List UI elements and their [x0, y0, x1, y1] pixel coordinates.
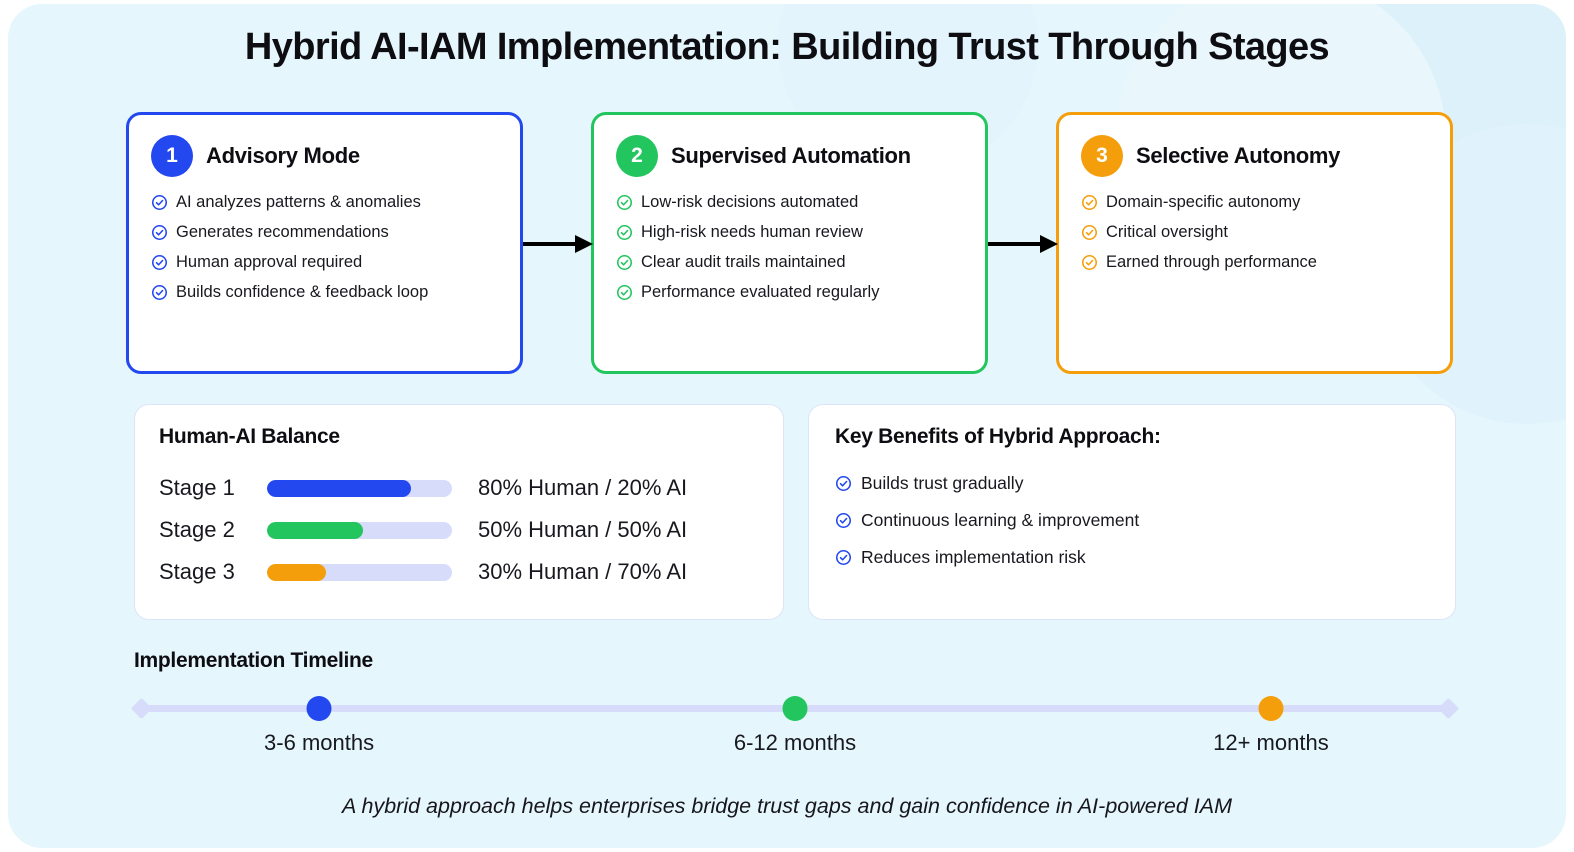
- check-circle-icon: [616, 254, 633, 271]
- key-benefits-panel: Key Benefits of Hybrid Approach: Builds …: [808, 404, 1456, 620]
- check-circle-icon: [1081, 194, 1098, 211]
- balance-progress-fill: [267, 563, 327, 581]
- list-item: Low-risk decisions automated: [616, 193, 963, 212]
- timeline-label-3: 12+ months: [1213, 730, 1329, 755]
- list-item-label: Continuous learning & improvement: [861, 510, 1140, 530]
- list-item: Builds confidence & feedback loop: [151, 283, 498, 302]
- stage-card-1-title: Advisory Mode: [206, 143, 360, 168]
- list-item-label: Performance evaluated regularly: [641, 283, 880, 301]
- infographic-board: Hybrid AI-IAM Implementation: Building T…: [8, 4, 1566, 848]
- stage-arrow-2-to-3: [988, 235, 1058, 253]
- check-circle-icon: [151, 194, 168, 211]
- stage-arrow-1-to-2: [523, 235, 593, 253]
- list-item-label: AI analyzes patterns & anomalies: [176, 193, 421, 211]
- check-circle-icon: [616, 284, 633, 301]
- balance-row-value: 50% Human / 50% AI: [478, 517, 688, 542]
- check-circle-icon: [151, 284, 168, 301]
- balance-progress-fill: [267, 521, 364, 539]
- benefits-panel-title: Key Benefits of Hybrid Approach:: [835, 425, 1161, 448]
- stage-card-1-bullets: AI analyzes patterns & anomalies Generat…: [151, 193, 498, 302]
- list-item-label: Generates recommendations: [176, 223, 389, 241]
- check-circle-icon: [616, 224, 633, 241]
- stage-cards-row: 1 Advisory Mode AI analyzes patterns & a…: [126, 112, 1456, 374]
- list-item: Continuous learning & improvement: [835, 510, 1429, 531]
- check-circle-icon: [616, 194, 633, 211]
- list-item: Critical oversight: [1081, 223, 1428, 242]
- stage-number-badge: 1: [151, 135, 193, 177]
- balance-progress-track: [267, 521, 452, 539]
- list-item: AI analyzes patterns & anomalies: [151, 193, 498, 212]
- balance-row-label: Stage 1: [159, 475, 235, 500]
- list-item: High-risk needs human review: [616, 223, 963, 242]
- stage-card-3-bullets: Domain-specific autonomy Critical oversi…: [1081, 193, 1428, 272]
- list-item-label: Low-risk decisions automated: [641, 193, 859, 211]
- list-item: Human approval required: [151, 253, 498, 272]
- check-circle-icon: [1081, 254, 1098, 271]
- balance-row-stage-2: Stage 2 50% Human / 50% AI: [159, 517, 759, 543]
- footer-caption: A hybrid approach helps enterprises brid…: [342, 794, 1232, 818]
- list-item: Earned through performance: [1081, 253, 1428, 272]
- list-item-label: Builds trust gradually: [861, 473, 1024, 493]
- implementation-timeline: 3-6 months 6-12 months 12+ months: [130, 692, 1460, 755]
- balance-progress-track: [267, 479, 452, 497]
- balance-panel-title: Human-AI Balance: [159, 425, 340, 448]
- stage-card-1-header: 1 Advisory Mode: [151, 135, 498, 177]
- balance-row-stage-1: Stage 1 80% Human / 20% AI: [159, 475, 759, 501]
- list-item: Domain-specific autonomy: [1081, 193, 1428, 212]
- balance-row-label: Stage 3: [159, 559, 235, 584]
- stage-number-badge: 2: [616, 135, 658, 177]
- list-item: Clear audit trails maintained: [616, 253, 963, 272]
- check-circle-icon: [835, 512, 852, 529]
- stage-card-2-header: 2 Supervised Automation: [616, 135, 963, 177]
- timeline-title: Implementation Timeline: [134, 649, 373, 672]
- stage-card-3-header: 3 Selective Autonomy: [1081, 135, 1428, 177]
- human-ai-balance-panel: Human-AI Balance Stage 1 80% Human / 20%…: [134, 404, 784, 620]
- list-item-label: Critical oversight: [1106, 223, 1228, 241]
- stage-card-1[interactable]: 1 Advisory Mode AI analyzes patterns & a…: [126, 112, 523, 374]
- stage-card-3-title: Selective Autonomy: [1136, 143, 1341, 168]
- page-title: Hybrid AI-IAM Implementation: Building T…: [244, 26, 1330, 68]
- timeline-start-diamond-icon: [130, 697, 153, 720]
- timeline-label-1: 3-6 months: [264, 730, 375, 755]
- balance-row-label: Stage 2: [159, 517, 235, 542]
- timeline-dot-2[interactable]: [782, 696, 808, 721]
- balance-row-value: 30% Human / 70% AI: [478, 559, 688, 584]
- balance-row-stage-3: Stage 3 30% Human / 70% AI: [159, 559, 759, 585]
- check-circle-icon: [151, 254, 168, 271]
- stage-card-3[interactable]: 3 Selective Autonomy Domain-specific aut…: [1056, 112, 1453, 374]
- timeline-dot-1[interactable]: [306, 696, 332, 721]
- list-item-label: Earned through performance: [1106, 253, 1317, 271]
- balance-progress-fill: [267, 479, 412, 497]
- list-item: Reduces implementation risk: [835, 547, 1429, 568]
- stage-card-2-title: Supervised Automation: [671, 143, 911, 168]
- balance-progress-track: [267, 563, 452, 581]
- benefits-list: Builds trust gradually Continuous learni…: [835, 473, 1429, 568]
- timeline-label-2: 6-12 months: [733, 730, 857, 755]
- list-item-label: Reduces implementation risk: [861, 547, 1086, 567]
- list-item: Builds trust gradually: [835, 473, 1429, 494]
- list-item-label: Builds confidence & feedback loop: [176, 283, 429, 301]
- check-circle-icon: [1081, 224, 1098, 241]
- list-item-label: Clear audit trails maintained: [641, 253, 846, 271]
- list-item-label: Human approval required: [176, 253, 363, 271]
- check-circle-icon: [835, 475, 852, 492]
- stage-card-2-bullets: Low-risk decisions automated High-risk n…: [616, 193, 963, 302]
- check-circle-icon: [151, 224, 168, 241]
- list-item-label: High-risk needs human review: [641, 223, 863, 241]
- list-item-label: Domain-specific autonomy: [1106, 193, 1301, 211]
- list-item: Generates recommendations: [151, 223, 498, 242]
- balance-row-value: 80% Human / 20% AI: [478, 475, 688, 500]
- list-item: Performance evaluated regularly: [616, 283, 963, 302]
- stage-number-badge: 3: [1081, 135, 1123, 177]
- stage-card-2[interactable]: 2 Supervised Automation Low-risk decisio…: [591, 112, 988, 374]
- check-circle-icon: [835, 549, 852, 566]
- timeline-dot-3[interactable]: [1258, 696, 1284, 721]
- timeline-end-diamond-icon: [1437, 697, 1460, 720]
